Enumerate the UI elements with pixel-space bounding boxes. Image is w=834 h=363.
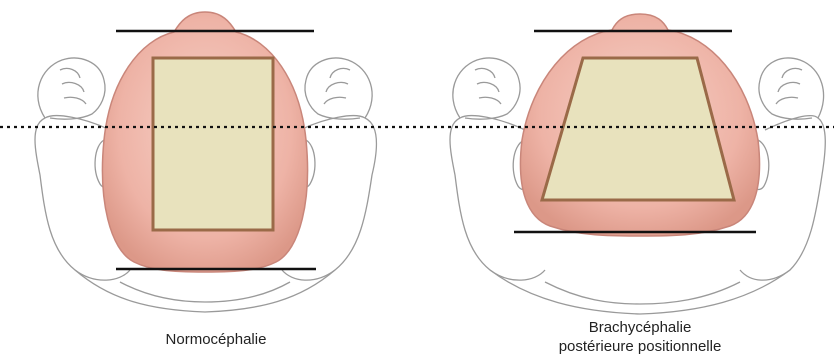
caption-normocephaly: Normocéphalie bbox=[116, 330, 316, 349]
skull-shape-rectangle bbox=[153, 58, 273, 230]
caption-normocephaly-line-1: Normocéphalie bbox=[116, 330, 316, 349]
normocephaly-panel bbox=[35, 12, 376, 312]
caption-brachycephaly-line-2: postérieure positionnelle bbox=[520, 337, 760, 356]
caption-brachycephaly-line-1: Brachycéphalie bbox=[520, 318, 760, 337]
caption-brachycephaly: Brachycéphalie postérieure positionnelle bbox=[520, 318, 760, 356]
brachycephaly-panel bbox=[450, 14, 825, 314]
